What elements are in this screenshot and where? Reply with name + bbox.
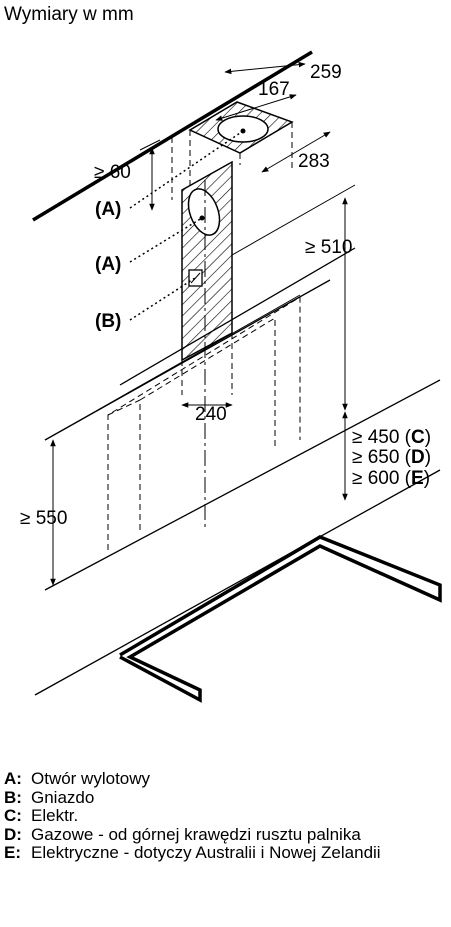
dim-wall-height: ≥ 550: [20, 508, 67, 529]
ceiling-plate: [188, 101, 294, 154]
legend-item-b: B: Gniazdo: [4, 787, 444, 808]
installation-diagram: Wymiary w mm: [4, 4, 442, 703]
chimney: [181, 160, 233, 362]
legend-text: Otwór wylotowy: [31, 769, 151, 788]
clearance-c: ≥ 450 (C): [352, 427, 431, 448]
legend-text: Gniazdo: [31, 787, 95, 807]
callout-outlet-top: (A): [95, 199, 121, 220]
clearance-c-key: C: [411, 427, 425, 448]
ceiling: [32, 50, 313, 222]
legend-item-d: D: Gazowe - od górnej krawędzi rusztu pal…: [4, 824, 391, 845]
legend-key: E:: [4, 843, 21, 862]
dimension-lines: [44, 61, 356, 586]
clearance-d-prefix: ≥ 650 (: [352, 447, 412, 468]
callout-socket: (B): [95, 311, 121, 332]
dim-outlet-diameter: 167: [258, 79, 290, 100]
dim-ceiling-gap: ≥ 60: [94, 162, 131, 183]
callout-outlet-wall: (A): [95, 254, 121, 275]
clearance-c-suffix: ): [425, 427, 431, 448]
clearance-c-prefix: ≥ 450 (: [352, 427, 412, 448]
clearance-e-prefix: ≥ 600 (: [352, 468, 412, 489]
legend-item-c: C: Elektr.: [4, 806, 444, 826]
diagram-title: Wymiary w mm: [4, 4, 134, 25]
legend-key: A:: [4, 769, 22, 788]
legend-key: B:: [4, 787, 22, 807]
wall-floor-lines: [34, 247, 441, 696]
dim-top-depth: 259: [310, 62, 342, 83]
clearance-d-suffix: ): [425, 447, 431, 468]
clearance-d: ≥ 650 (D): [352, 447, 431, 468]
clearance-e: ≥ 600 (E): [352, 468, 430, 489]
dim-chimney-width: 240: [195, 404, 227, 425]
legend: A: Otwór wylotowy B: Gniazdo C: Elektr. D: G…: [4, 769, 444, 863]
callout-leaders: [129, 130, 244, 321]
legend-item-e: E: Elektryczne - dotyczy Australii i Nowe…: [4, 843, 411, 863]
legend-text: Elektryczne - dotyczy Australii i Nowej …: [31, 843, 381, 862]
dim-hood-height: ≥ 510: [305, 237, 352, 258]
legend-key: C:: [4, 806, 22, 825]
dim-top-width: 283: [298, 151, 330, 172]
legend-text: Gazowe - od górnej krawędzi rusztu palni…: [31, 824, 361, 844]
clearance-d-key: D: [411, 447, 425, 468]
cooktop: [119, 535, 442, 703]
legend-key: D:: [4, 824, 22, 844]
legend-text: Elektr.: [31, 806, 79, 825]
clearance-e-suffix: ): [424, 468, 430, 489]
clearance-e-key: E: [411, 468, 424, 489]
legend-item-a: A: Otwór wylotowy: [4, 769, 444, 789]
